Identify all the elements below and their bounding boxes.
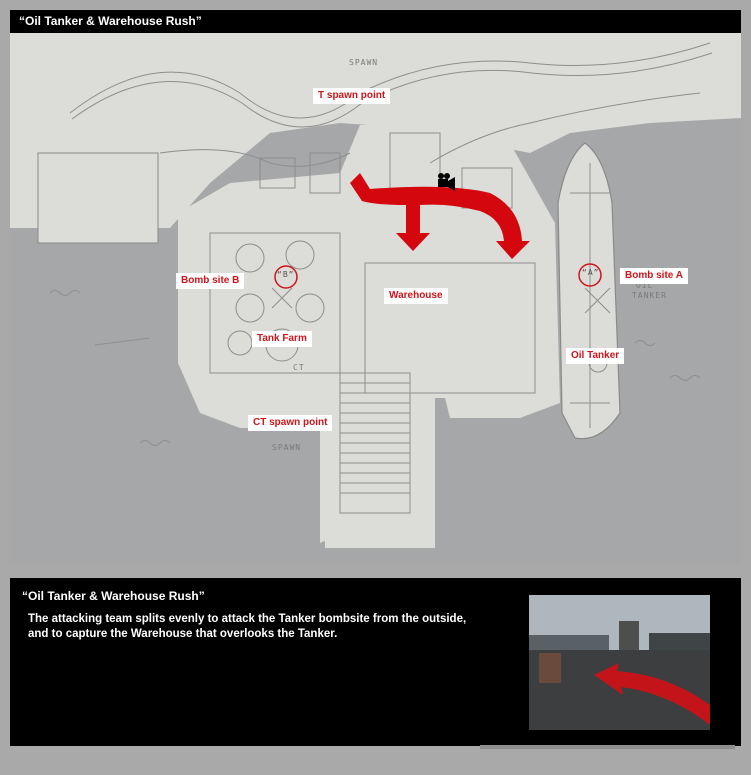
sketch-tanker: TANKER [632, 291, 667, 300]
label-bomb-site-b: Bomb site B [176, 273, 245, 289]
map-title-bar: “Oil Tanker & Warehouse Rush” [10, 10, 741, 33]
oil-tanker-ship [557, 142, 621, 440]
attack-arrow-icon [350, 173, 530, 259]
bomb-site-a-marker [578, 263, 602, 287]
south-pier [325, 363, 435, 548]
west-dock [37, 152, 159, 244]
map-title: “Oil Tanker & Warehouse Rush” [19, 14, 202, 28]
label-t-spawn: T spawn point [313, 88, 391, 104]
camera-icon [438, 173, 455, 191]
sketch-spawn-top: SPAWN [349, 58, 379, 67]
sketch-site-b-mark: “B” [277, 270, 295, 279]
thumbnail-scene [529, 595, 710, 730]
info-panel: “Oil Tanker & Warehouse Rush” The attack… [10, 578, 741, 746]
land-area [10, 33, 741, 228]
label-bomb-site-a: Bomb site A [620, 268, 688, 284]
info-title: “Oil Tanker & Warehouse Rush” [22, 589, 205, 603]
map-canvas: SPAWN SPAWN CT OIL TANKER “B” “A” T spaw… [10, 33, 741, 563]
central-complex [178, 125, 560, 543]
panel-shadow [480, 745, 735, 749]
sketch-ct: CT [293, 363, 305, 372]
sketch-oil: OIL [636, 281, 654, 290]
sketch-spawn-bottom: SPAWN [272, 443, 302, 452]
sketch-site-a-mark: “A” [582, 268, 600, 277]
label-warehouse: Warehouse [384, 288, 448, 304]
label-oil-tanker: Oil Tanker [566, 348, 625, 364]
label-tank-farm: Tank Farm [252, 331, 312, 347]
label-ct-spawn: CT spawn point [248, 415, 333, 431]
screenshot-thumbnail [529, 595, 710, 730]
bomb-site-b-marker [274, 265, 298, 289]
map-panel: “Oil Tanker & Warehouse Rush” [10, 10, 741, 563]
info-description: The attacking team splits evenly to atta… [28, 613, 467, 640]
